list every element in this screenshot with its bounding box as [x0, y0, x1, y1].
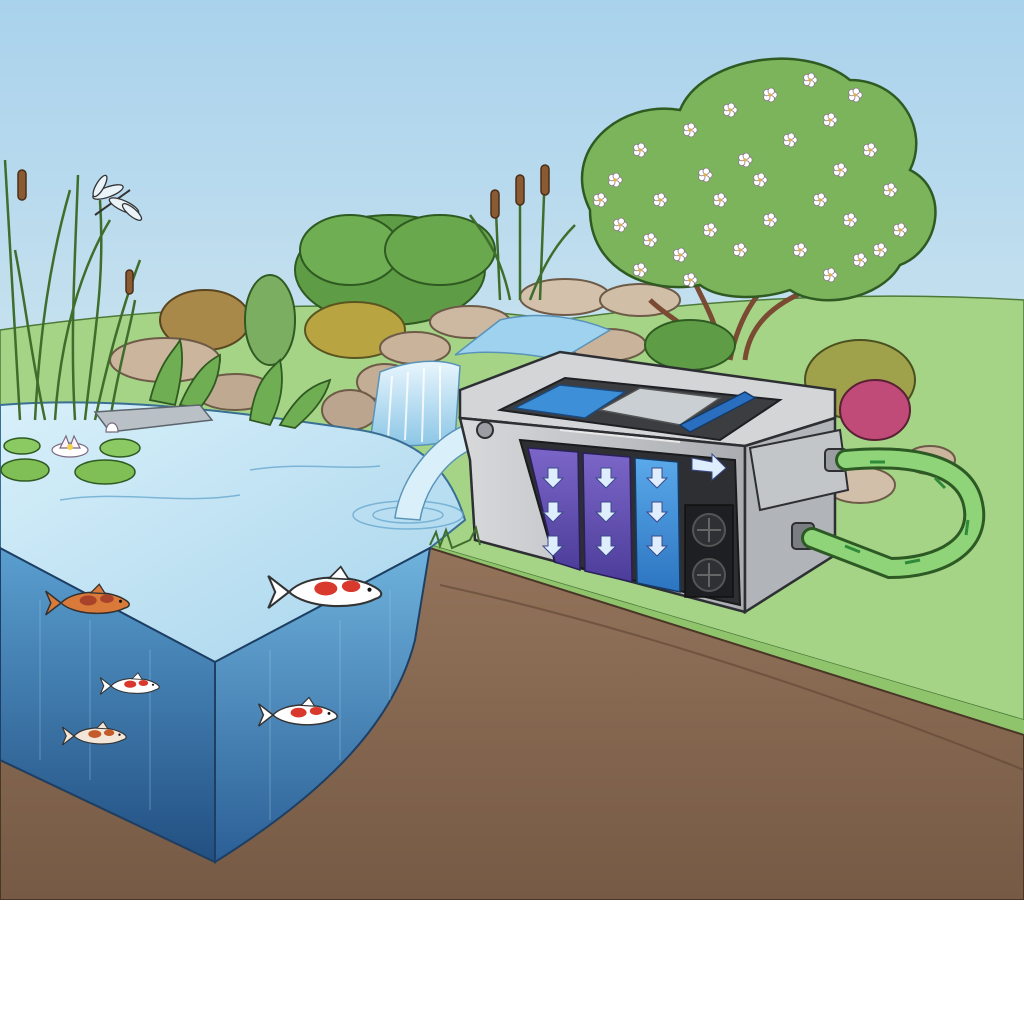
grass-edge	[429, 525, 481, 550]
pond-side-front	[214, 546, 432, 864]
blossom	[683, 272, 698, 288]
filter-tray-handle	[678, 391, 757, 433]
blossom	[703, 222, 718, 238]
flowering-tree-icon	[580, 57, 937, 361]
flow-arrow-icon	[594, 535, 618, 557]
blossom	[863, 142, 878, 158]
blossom	[633, 262, 648, 278]
blossom	[803, 72, 818, 88]
blossom	[783, 132, 798, 148]
koi-group	[44, 565, 383, 746]
pond-filter-box	[458, 350, 850, 615]
blossom	[848, 87, 863, 103]
filter-media-chamber-3	[634, 457, 681, 593]
reeds-left	[3, 159, 142, 421]
blossom	[753, 172, 768, 188]
blossom	[813, 192, 828, 208]
flow-arrows	[541, 429, 727, 557]
marginal-plants	[148, 337, 332, 429]
flat-stone	[93, 404, 214, 433]
flow-arrow-icon	[645, 501, 669, 523]
blossom	[633, 142, 648, 158]
blossom	[608, 172, 623, 188]
koi-icon	[99, 672, 160, 695]
blossom	[793, 242, 808, 258]
koi-icon	[44, 583, 130, 616]
waterfall-icon	[369, 360, 461, 447]
pump-icon	[684, 504, 734, 598]
blossom	[823, 112, 838, 128]
soil-layer-line	[439, 584, 1024, 771]
water-lily-icon	[0, 422, 141, 485]
blossom	[823, 267, 838, 283]
koi-icon	[267, 565, 383, 609]
flow-arrow-icon	[594, 501, 618, 523]
blossom	[733, 242, 748, 258]
blossom	[853, 252, 868, 268]
blossom	[653, 192, 668, 208]
flow-arrow-icon	[645, 467, 669, 489]
koi-icon	[61, 720, 127, 746]
blossom	[723, 102, 738, 118]
blossom	[763, 212, 778, 228]
flow-arrow-icon	[691, 452, 727, 482]
filter-knob	[476, 421, 494, 439]
blossom	[893, 222, 908, 238]
blossom	[643, 232, 658, 248]
flow-arrow-icon	[541, 467, 565, 489]
hose-icon	[801, 447, 986, 580]
blossom	[763, 87, 778, 103]
background-shrubs	[159, 214, 496, 366]
filter-tray-blue	[512, 384, 628, 419]
blossom	[683, 122, 698, 138]
blossom	[843, 212, 858, 228]
filter-tray-leaves	[597, 387, 723, 426]
blossom	[738, 152, 753, 168]
blossom	[883, 182, 898, 198]
dragonfly-icon	[92, 174, 143, 221]
cattails-back	[468, 164, 576, 301]
blossom	[673, 247, 688, 263]
bottom-margin	[0, 900, 1024, 1024]
blossom	[613, 217, 628, 233]
blossom	[593, 192, 608, 208]
blossom	[698, 167, 713, 183]
underwater-streaks	[39, 590, 391, 820]
koi-icon	[257, 696, 338, 727]
flow-arrow-icon	[541, 501, 565, 523]
blossom	[873, 242, 888, 258]
return-spout	[394, 423, 471, 521]
flow-path-top	[559, 429, 681, 443]
flow-arrow-icon	[541, 535, 565, 557]
blossom	[713, 192, 728, 208]
blossom	[833, 162, 848, 178]
filter-side-port	[748, 428, 850, 512]
cattail-icon	[17, 169, 134, 295]
flow-arrow-icon	[645, 535, 669, 557]
flow-arrow-icon	[594, 467, 618, 489]
blossoms	[593, 72, 908, 288]
